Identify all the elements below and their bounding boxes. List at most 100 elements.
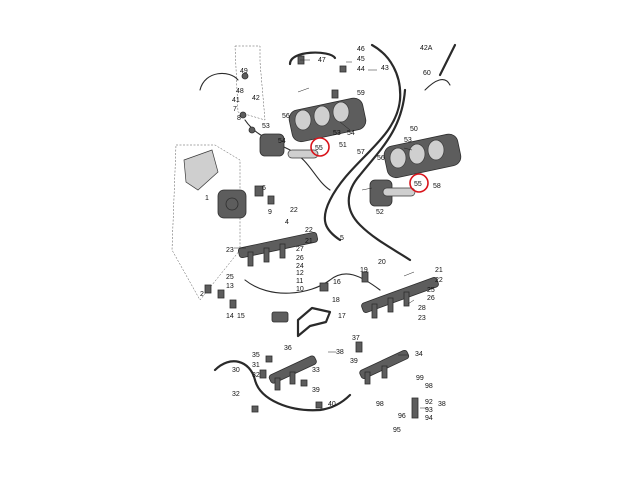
label-54b: 54 (347, 130, 355, 137)
washer-8 (248, 126, 256, 134)
label-16: 16 (333, 279, 341, 286)
label-38: 38 (336, 349, 344, 356)
label-26b: 26 (427, 295, 435, 302)
label-54a: 54 (278, 138, 286, 145)
label-21b: 21 (435, 267, 443, 274)
label-43: 43 (381, 65, 389, 72)
label-99: 99 (416, 375, 424, 382)
clip-59 (331, 89, 339, 99)
label-57: 57 (357, 149, 365, 156)
label-11: 11 (296, 278, 303, 285)
label-38b: 38 (438, 401, 446, 408)
label-53c: 53 (404, 137, 412, 144)
label-33: 33 (312, 367, 320, 374)
label-23: 23 (226, 247, 234, 254)
injector-r2 (387, 297, 394, 313)
label-53a: 53 (262, 123, 270, 130)
lower-rail-left (268, 355, 317, 391)
label-10: 10 (296, 286, 304, 293)
label-49: 49 (240, 68, 248, 75)
label-28: 28 (418, 305, 426, 312)
clip-18 (271, 311, 289, 323)
gasket-b (382, 187, 416, 197)
label-98b: 98 (376, 401, 384, 408)
label-39b: 39 (312, 387, 320, 394)
label-41: 41 (232, 97, 240, 104)
upper-manifold-right (369, 133, 462, 207)
clip-16 (319, 282, 329, 292)
label-59: 59 (357, 90, 365, 97)
label-1: 1 (205, 195, 209, 202)
label-37: 37 (352, 335, 360, 342)
injector-l2 (263, 247, 270, 263)
port-5 (408, 143, 426, 165)
label-23b: 23 (418, 315, 426, 322)
washer-7 (239, 111, 247, 119)
label-95: 95 (393, 427, 401, 434)
clip-14 (229, 299, 237, 309)
vacuum-hose-upper (288, 51, 337, 66)
label-56b: 56 (377, 155, 385, 162)
lower-injector-r2 (381, 365, 388, 379)
gasket-a (287, 149, 319, 159)
lower-injector-l2 (289, 371, 296, 385)
label-8: 8 (237, 115, 241, 122)
label-52: 52 (376, 209, 384, 216)
fuel-rail-right (361, 277, 439, 319)
label-58: 58 (433, 183, 441, 190)
label-17: 17 (338, 313, 346, 320)
clip-35 (265, 355, 273, 363)
label-30: 30 (232, 367, 240, 374)
label-34: 34 (415, 351, 423, 358)
label-19: 19 (360, 267, 368, 274)
label-27: 27 (296, 246, 304, 253)
label-92: 92 (425, 399, 433, 406)
label-55b: 55 (414, 181, 422, 188)
injector-r3 (403, 291, 410, 307)
label-13: 13 (226, 283, 234, 290)
injector-l3 (279, 243, 286, 259)
label-36: 36 (284, 345, 292, 352)
label-50: 50 (410, 126, 418, 133)
rail-body-right (361, 277, 439, 313)
label-42: 42 (252, 95, 260, 102)
throttle-body-a (259, 133, 285, 157)
clip-19 (361, 271, 369, 283)
label-40: 40 (328, 401, 336, 408)
highlight-circle-55-a (310, 137, 330, 157)
port-4 (389, 147, 407, 169)
label-31: 31 (252, 362, 260, 369)
fuel-rail-left (237, 231, 319, 267)
washer-49 (241, 72, 249, 80)
label-22a: 22 (290, 207, 298, 214)
label-25b: 25 (427, 287, 435, 294)
port-1 (294, 109, 312, 131)
plug-9 (267, 195, 275, 205)
label-15: 15 (237, 313, 245, 320)
label-60: 60 (423, 70, 431, 77)
pump-cap (225, 197, 239, 211)
label-96: 96 (398, 413, 406, 420)
hose-lower-left (213, 360, 352, 412)
label-53b: 53 (333, 130, 341, 137)
lower-rail-right (359, 349, 419, 419)
label-14: 14 (226, 313, 234, 320)
hose-rail-link (244, 273, 381, 294)
hose-left-top (199, 72, 239, 91)
label-47: 47 (318, 57, 326, 64)
rail-body-left (237, 231, 319, 259)
clip-2 (204, 284, 212, 294)
label-18: 18 (332, 297, 340, 304)
label-98a: 98 (425, 383, 433, 390)
label-25a: 25 (226, 274, 234, 281)
part-labels: 47 46 45 44 43 42A 48 49 60 41 42 7 8 59… (200, 45, 446, 434)
label-7: 7 (233, 106, 237, 113)
label-6: 6 (262, 185, 266, 192)
label-22c: 22 (435, 277, 443, 284)
clip-40 (251, 405, 259, 413)
label-32a: 32 (252, 372, 260, 379)
sensor-37 (355, 341, 363, 353)
injector-r1 (371, 303, 378, 319)
group-outline-top (234, 45, 266, 121)
